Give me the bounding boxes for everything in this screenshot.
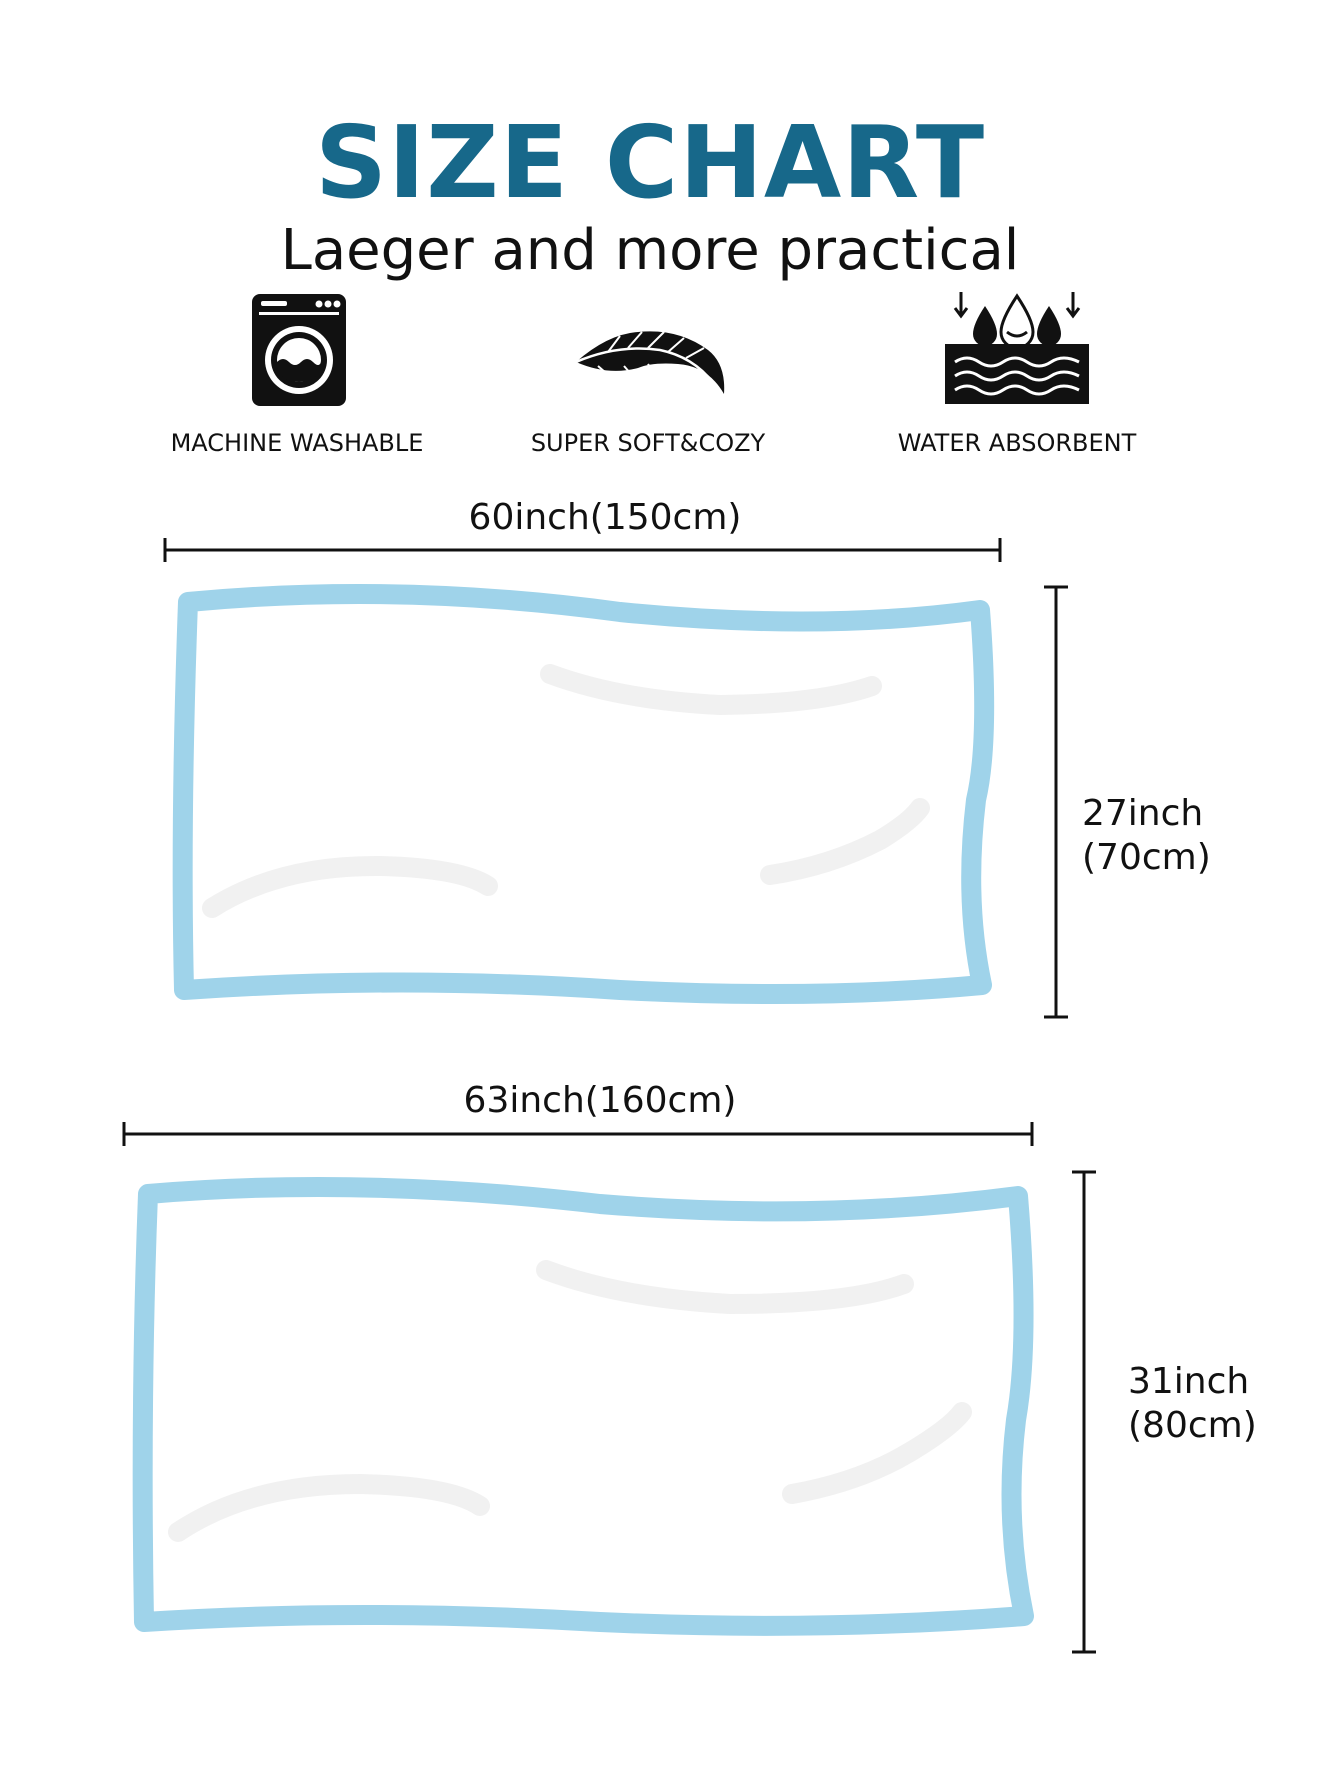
height-cm: (80cm) <box>1128 1405 1257 1446</box>
blanket-2-height-line <box>1072 1170 1096 1654</box>
height-inch: 27inch <box>1082 793 1204 834</box>
page-subtitle: Laeger and more practical <box>280 218 1020 283</box>
blanket-1-width-line <box>163 538 1002 562</box>
blanket-1-outline <box>172 584 995 1004</box>
height-inch: 31inch <box>1128 1361 1250 1402</box>
blanket-2-outline <box>132 1176 1034 1636</box>
water-absorbent-icon <box>945 292 1089 404</box>
feature-super-soft: SUPER SOFT&COZY <box>488 292 808 472</box>
feature-label: SUPER SOFT&COZY <box>530 429 766 457</box>
blanket-1-height-line <box>1044 585 1068 1019</box>
blanket-1-height-label: 27inch (70cm) <box>1082 792 1282 880</box>
blanket-2-width-line <box>122 1122 1034 1146</box>
feature-water-absorbent: WATER ABSORBENT <box>857 292 1177 472</box>
feature-machine-washable: MACHINE WASHABLE <box>137 292 457 472</box>
feature-label: MACHINE WASHABLE <box>170 429 424 457</box>
washing-machine-icon <box>252 294 346 406</box>
blanket-2-width-label: 63inch(160cm) <box>463 1080 737 1121</box>
height-cm: (70cm) <box>1082 837 1211 878</box>
feature-label: WATER ABSORBENT <box>897 429 1137 457</box>
blanket-2-height-label: 31inch (80cm) <box>1128 1360 1328 1448</box>
page-title: SIZE CHART <box>314 104 986 221</box>
feather-icon <box>575 331 725 394</box>
blanket-1-width-label: 60inch(150cm) <box>468 497 742 538</box>
